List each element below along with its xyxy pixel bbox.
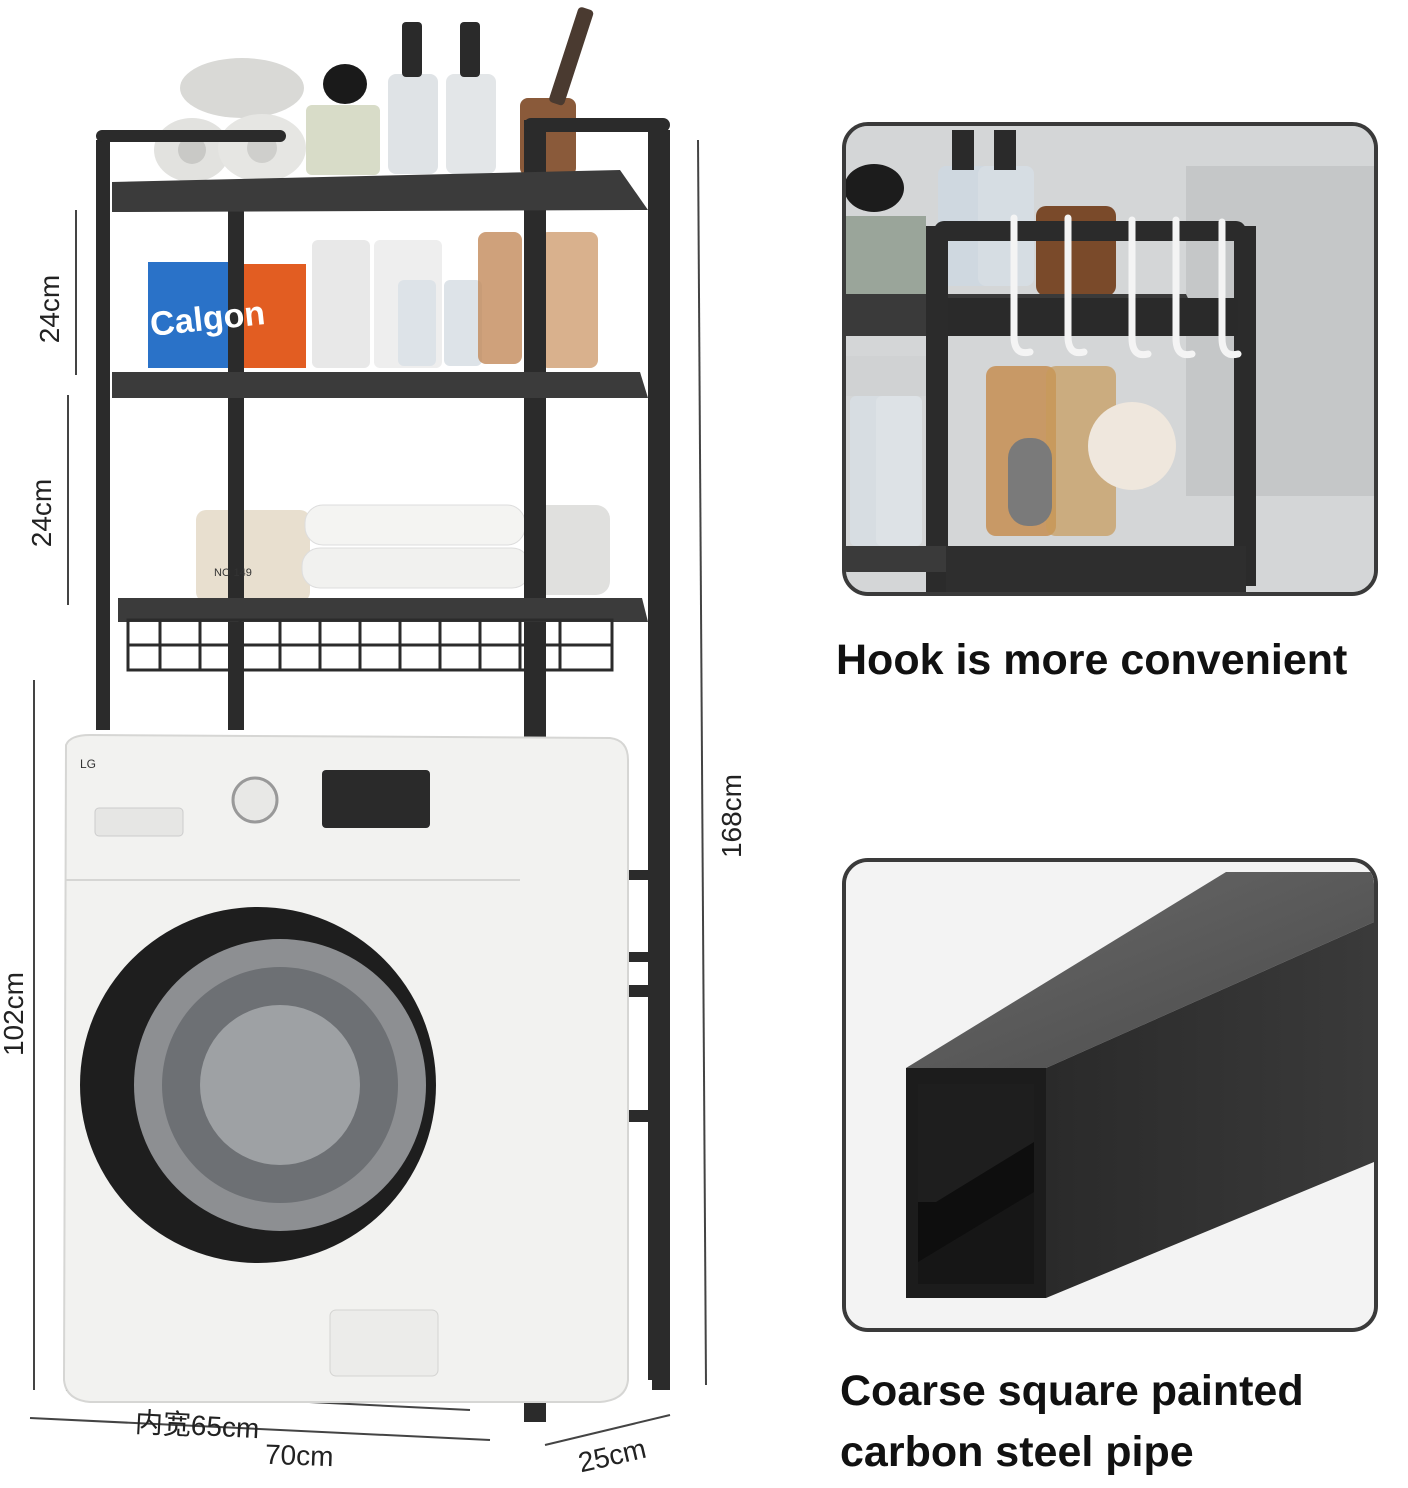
square-pipe-image bbox=[846, 862, 1374, 1328]
second-shelf-items bbox=[148, 232, 598, 368]
jar-label: NO 149 bbox=[214, 567, 252, 579]
dimension-label-lower-height: 102cm bbox=[0, 971, 29, 1057]
hook-caption: Hook is more convenient bbox=[836, 636, 1348, 684]
dimension-label-shelf-gap-top: 24cm bbox=[34, 274, 65, 344]
washer-brand-label: LG bbox=[80, 757, 97, 771]
hook-detail-panel bbox=[842, 122, 1378, 596]
third-shelf-items bbox=[196, 504, 610, 602]
rack-illustration bbox=[29, 7, 707, 1446]
wire-basket bbox=[126, 618, 614, 672]
dimension-label-total-height: 168cm bbox=[716, 773, 747, 859]
dimension-label-outer-width: 70cm bbox=[264, 1438, 335, 1473]
dimension-label-shelf-gap-middle: 24cm bbox=[26, 478, 57, 548]
dimension-label-inner-width: 内宽65cm bbox=[134, 1406, 261, 1445]
washing-machine bbox=[62, 733, 629, 1403]
hook-detail-image bbox=[846, 126, 1374, 592]
pipe-caption-line-1: Coarse square painted bbox=[840, 1367, 1304, 1415]
pipe-detail-panel bbox=[842, 858, 1378, 1332]
top-shelf-bottles bbox=[306, 7, 594, 176]
towel-rolls bbox=[154, 58, 306, 182]
pipe-caption-line-2: carbon steel pipe bbox=[840, 1428, 1194, 1476]
